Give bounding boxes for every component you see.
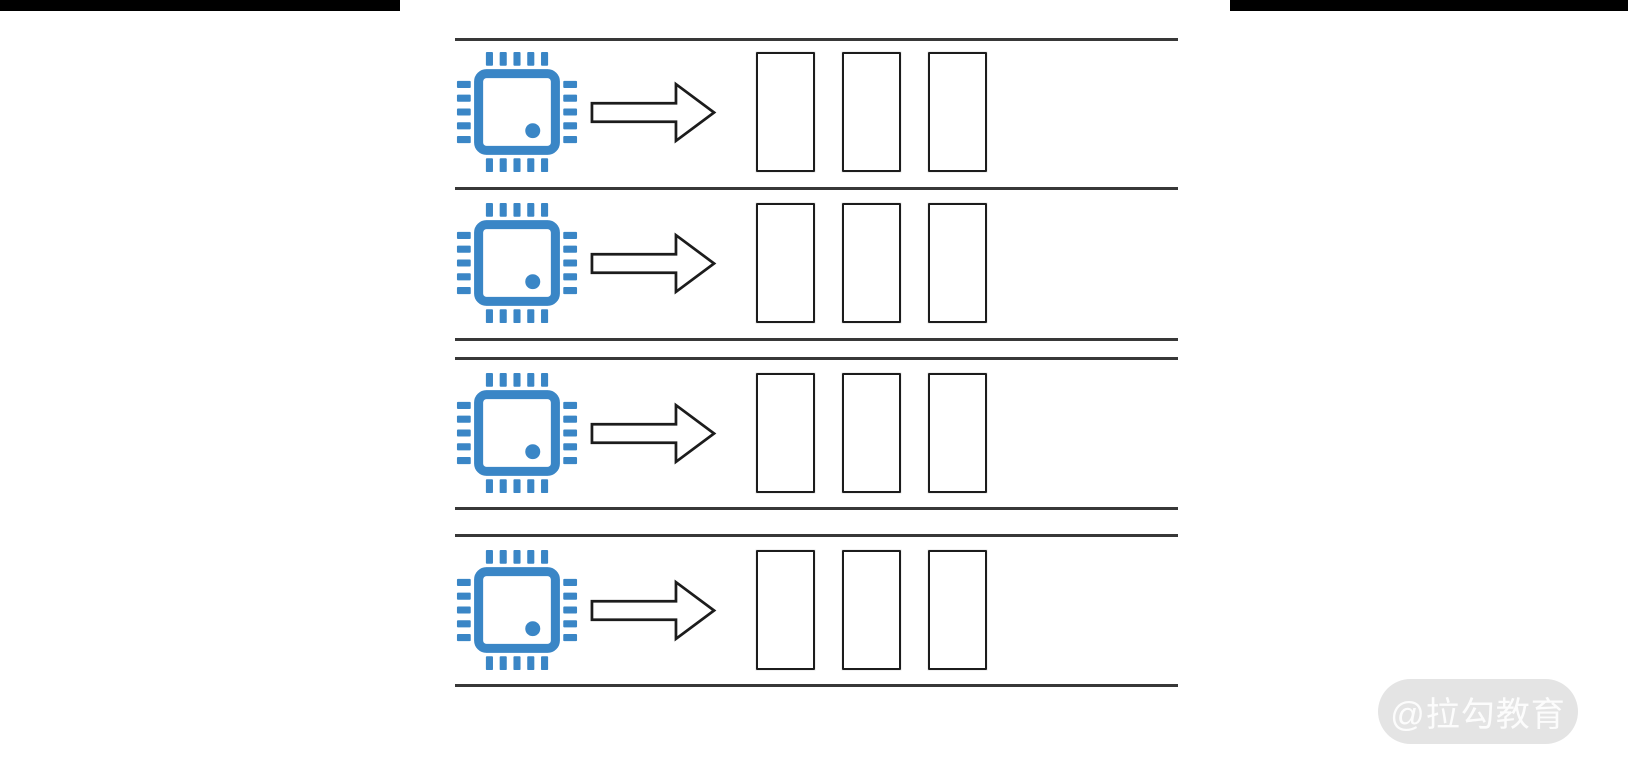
task-queue	[756, 203, 987, 323]
pipeline-lane	[455, 37, 1178, 187]
task-slot-box	[842, 550, 901, 670]
task-slot-box	[928, 373, 987, 493]
cpu-chip-icon	[454, 369, 580, 497]
task-slot-box	[756, 52, 815, 172]
task-slot-box	[756, 203, 815, 323]
task-slot-box	[756, 550, 815, 670]
right-arrow-icon	[590, 81, 717, 144]
task-queue	[756, 52, 987, 172]
task-slot-box	[842, 203, 901, 323]
lane-border-line	[455, 357, 1178, 360]
cpu-chip-icon	[454, 546, 580, 674]
lane-border-line	[455, 684, 1178, 687]
task-slot-box	[928, 203, 987, 323]
cpu-chip-icon	[454, 199, 580, 327]
task-slot-box	[842, 52, 901, 172]
pipeline-lane	[455, 358, 1178, 508]
task-slot-box	[756, 373, 815, 493]
task-slot-box	[928, 550, 987, 670]
right-arrow-icon	[590, 232, 717, 295]
watermark-text: @拉勾教育	[1390, 696, 1566, 734]
lane-border-line	[455, 338, 1178, 341]
letterbox-bar-right	[1230, 0, 1628, 11]
task-queue	[756, 373, 987, 493]
lane-border-line	[455, 187, 1178, 190]
task-slot-box	[928, 52, 987, 172]
cpu-chip-icon	[454, 48, 580, 176]
lane-border-line	[455, 507, 1178, 510]
watermark-badge: @拉勾教育	[1378, 679, 1578, 744]
lane-border-line	[455, 38, 1178, 41]
task-slot-box	[842, 373, 901, 493]
lane-border-line	[455, 534, 1178, 537]
right-arrow-icon	[590, 579, 717, 642]
task-queue	[756, 550, 987, 670]
pipeline-lane	[455, 188, 1178, 338]
right-arrow-icon	[590, 402, 717, 465]
letterbox-bar-left	[0, 0, 400, 11]
pipeline-lane	[455, 535, 1178, 685]
